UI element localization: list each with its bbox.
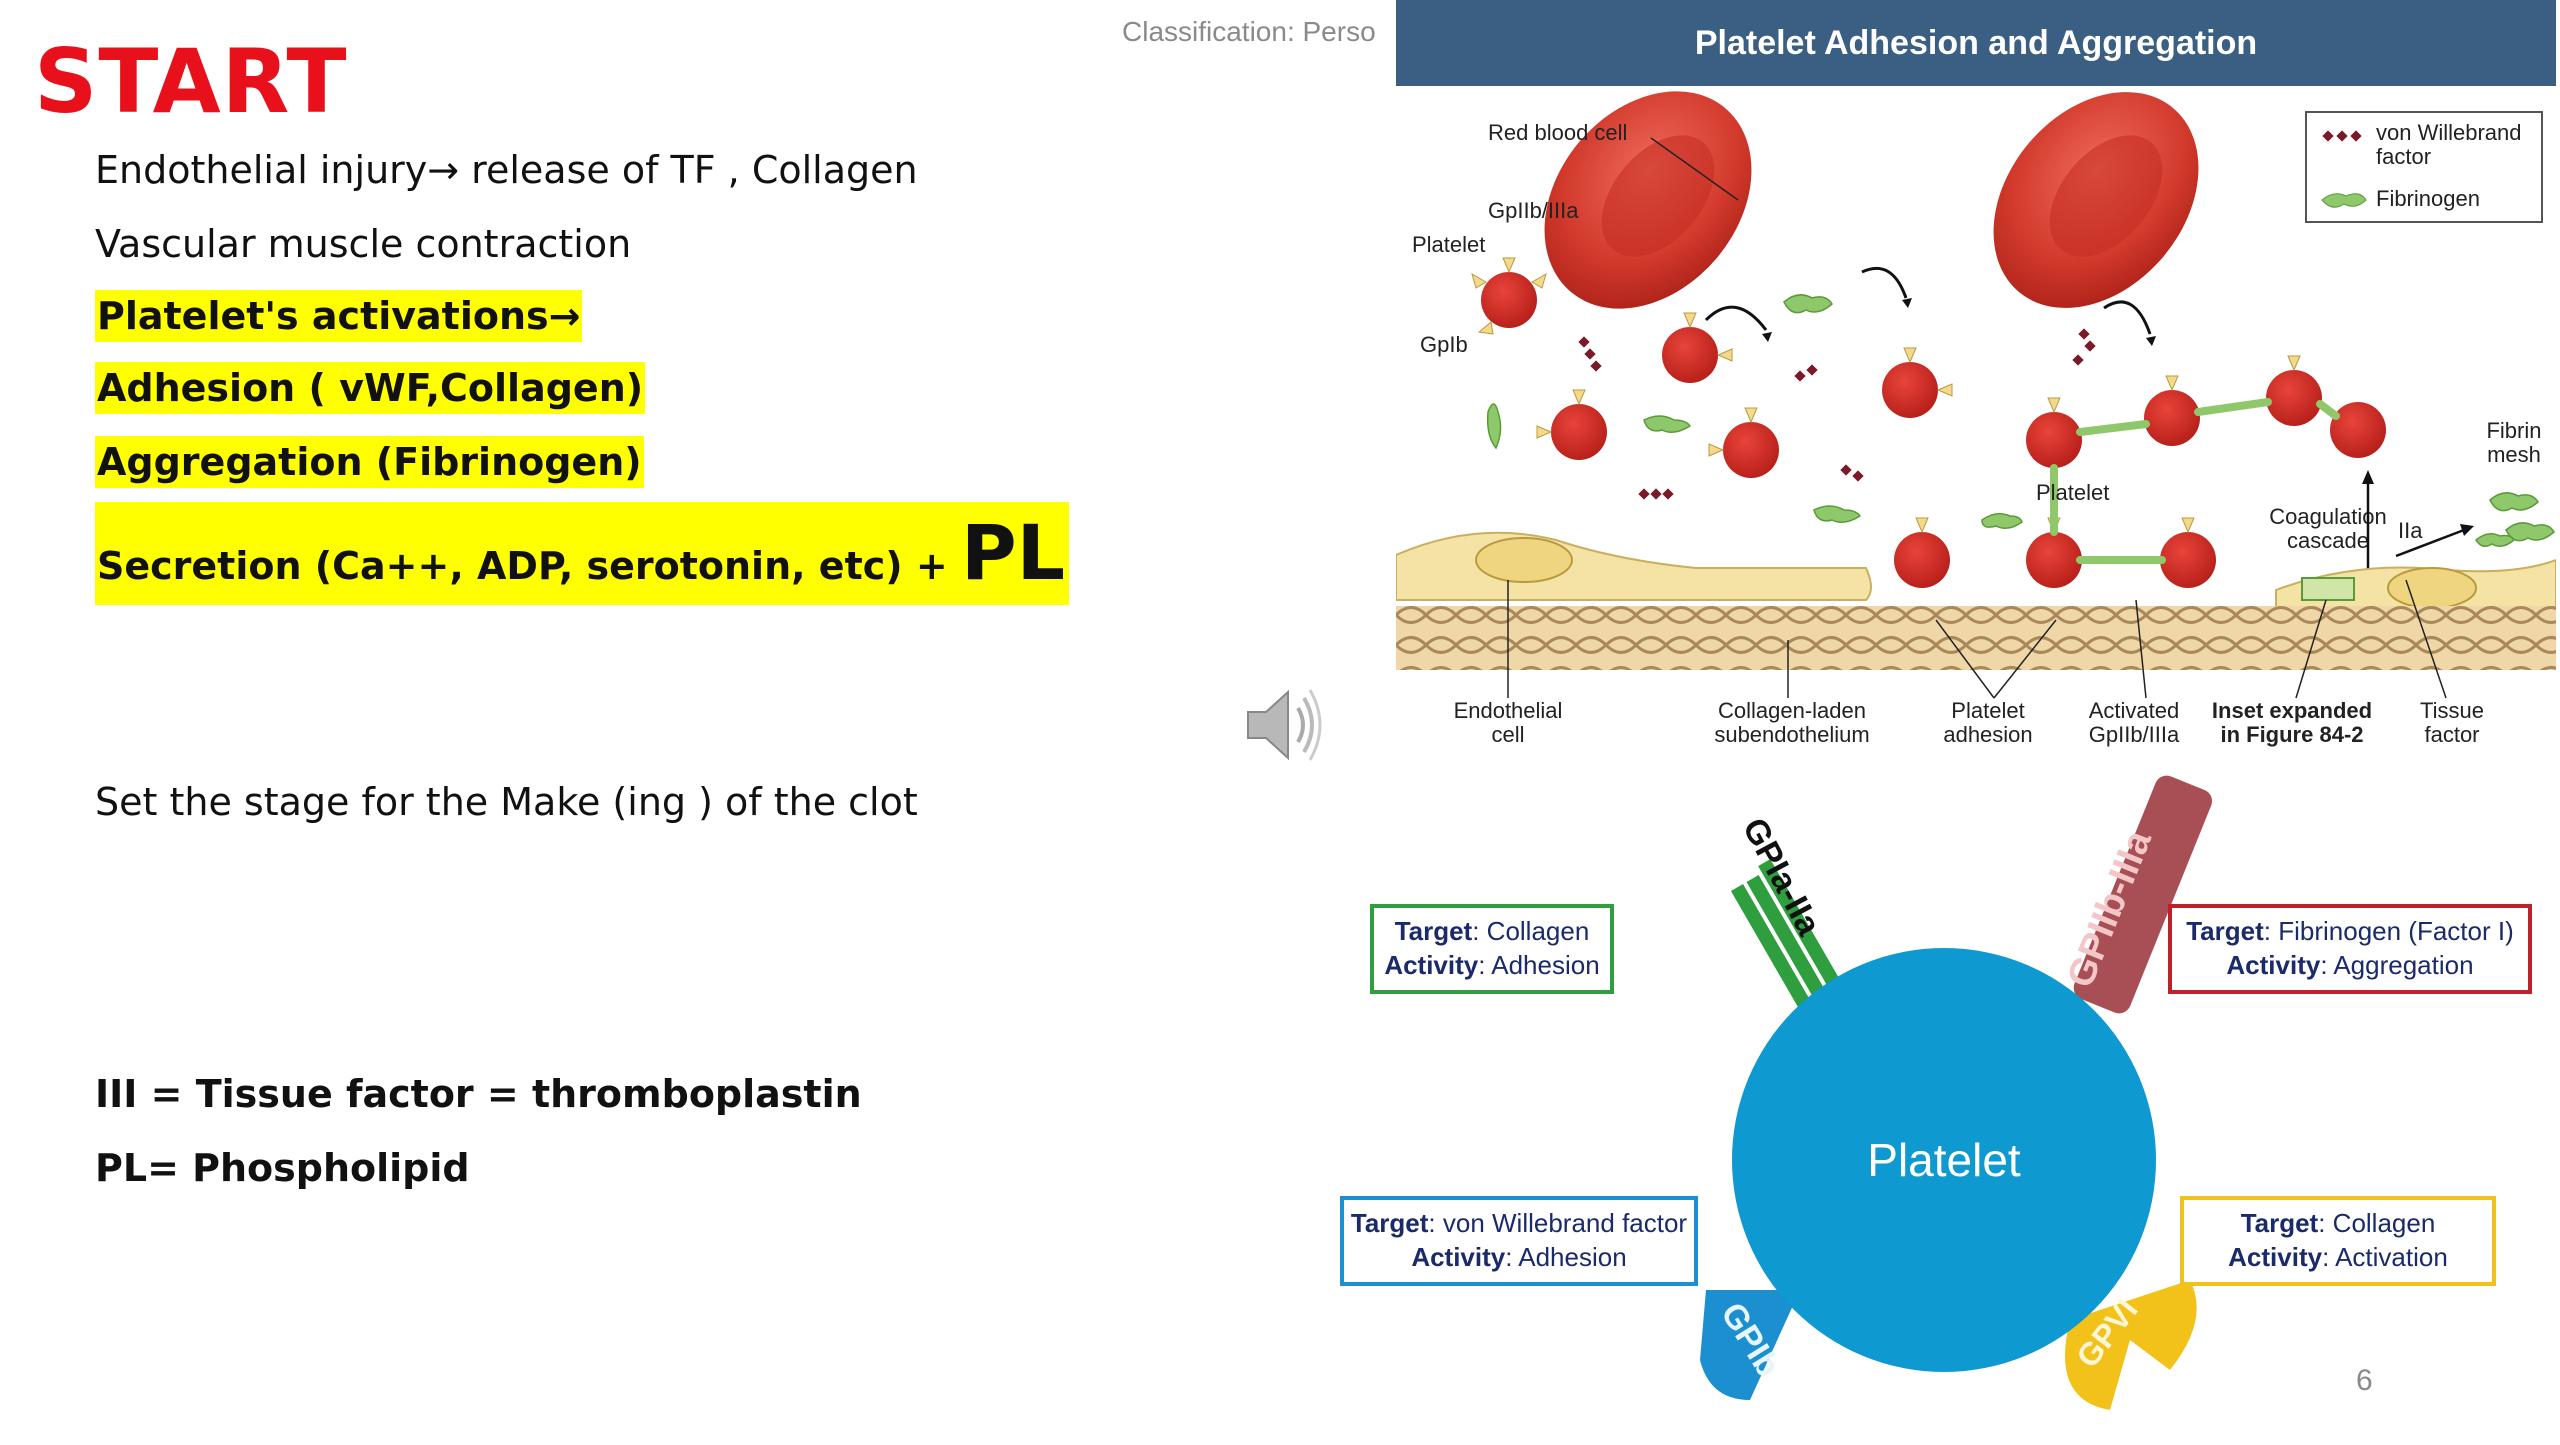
slide-title: START <box>34 30 348 133</box>
text-line-4: Adhesion ( vWF,Collagen) <box>95 362 646 414</box>
svg-text:Activity: Aggregation: Activity: Aggregation <box>2226 950 2473 980</box>
info-box-gp2b: Target: Fibrinogen (Factor I) Activity: … <box>2168 904 2532 994</box>
page-number: 6 <box>2356 1364 2373 1397</box>
label-gp2b3a: GpIIb/IIIa <box>1488 198 1579 223</box>
red-blood-cell-right <box>1993 92 2199 308</box>
legend-fibrinogen: Fibrinogen <box>2376 186 2480 211</box>
highlight-activations: Platelet's activations→ <box>95 290 583 342</box>
figure-title: Platelet Adhesion and Aggregation <box>1695 24 2257 62</box>
label-inset-2: in Figure 84-2 <box>2220 722 2363 747</box>
svg-text:Activity: Activation: Activity: Activation <box>2228 1242 2448 1272</box>
highlight-adhesion: Adhesion ( vWF,Collagen) <box>95 362 646 414</box>
svg-text:Activity: Adhesion: Activity: Adhesion <box>1411 1242 1626 1272</box>
svg-text:Target: Fibrinogen (Factor I): Target: Fibrinogen (Factor I) <box>2186 916 2514 946</box>
platelet-receptor-diagram: GPIa-IIa GPIIb-IIIa GPIb GPVI Platelet T… <box>1330 760 2560 1445</box>
label-tissue-1: Tissue <box>2420 698 2484 723</box>
label-collagen-1: Collagen-laden <box>1718 698 1866 723</box>
speaker-icon[interactable] <box>1240 680 1330 775</box>
text-line-9: PL= Phospholipid <box>95 1146 470 1190</box>
svg-text:Target: von Willebrand factor: Target: von Willebrand factor <box>1351 1208 1688 1238</box>
classification-label: Classification: Perso <box>1122 16 1376 47</box>
svg-text:Target: Collagen: Target: Collagen <box>1395 916 1590 946</box>
text-line-2: Vascular muscle contraction <box>95 222 632 266</box>
label-endo-2: cell <box>1491 722 1524 747</box>
info-box-gp1a: Target: Collagen Activity: Adhesion <box>1370 904 1614 994</box>
platelets <box>1481 272 2386 588</box>
gp1a-receptor <box>1730 859 1850 1021</box>
label-iia: IIa <box>2398 518 2423 543</box>
label-activated-1: Activated <box>2089 698 2180 723</box>
info-box-gpib: Target: von Willebrand factor Activity: … <box>1340 1196 1698 1286</box>
label-tissue-2: factor <box>2424 722 2479 747</box>
label-platelet-mid: Platelet <box>2036 480 2109 505</box>
label-collagen-2: subendothelium <box>1714 722 1869 747</box>
label-fibrin-1: Fibrin <box>2486 418 2541 443</box>
label-endo-1: Endothelial <box>1454 698 1563 723</box>
text-line-6: Secretion (Ca++, ADP, serotonin, etc) + … <box>95 502 1070 605</box>
text-line-8: III = Tissue factor = thromboplastin <box>95 1072 862 1116</box>
label-fibrin-2: mesh <box>2487 442 2541 467</box>
text-line-3: Platelet's activations→ <box>95 290 583 342</box>
text-line-7: Set the stage for the Make (ing ) of the… <box>95 780 918 824</box>
svg-text:Activity: Adhesion: Activity: Adhesion <box>1384 950 1599 980</box>
platelet-adhesion-figure: Platelet Adhesion and Aggregation von Wi… <box>1395 0 2557 765</box>
pl-big-text: PL <box>960 508 1066 597</box>
highlight-secretion: Secretion (Ca++, ADP, serotonin, etc) + … <box>95 502 1070 605</box>
label-gpib: GpIb <box>1420 332 1468 357</box>
legend-vwf-line2: factor <box>2376 144 2431 169</box>
label-activated-2: GpIIb/IIIa <box>2089 722 2180 747</box>
label-platelet: Platelet <box>1867 1134 2021 1186</box>
secretion-text: Secretion (Ca++, ADP, serotonin, etc) + <box>97 544 961 588</box>
label-rbc: Red blood cell <box>1488 120 1627 145</box>
platelet-body <box>1732 948 2156 1372</box>
label-inset-1: Inset expanded <box>2212 698 2372 723</box>
text-line-5: Aggregation (Fibrinogen) <box>95 436 644 488</box>
label-coag-2: cascade <box>2287 528 2369 553</box>
label-adhesion-2: adhesion <box>1943 722 2032 747</box>
svg-text:Target: Collagen: Target: Collagen <box>2241 1208 2436 1238</box>
info-box-gpvi: Target: Collagen Activity: Activation <box>2180 1196 2496 1286</box>
text-line-1: Endothelial injury→ release of TF , Coll… <box>95 148 918 192</box>
red-blood-cell-left <box>1544 91 1752 309</box>
gp2b-receptor <box>2073 775 2213 1014</box>
highlight-aggregation: Aggregation (Fibrinogen) <box>95 436 644 488</box>
legend-vwf-line1: von Willebrand <box>2376 120 2522 145</box>
label-platelet-left: Platelet <box>1412 232 1485 257</box>
label-adhesion-1: Platelet <box>1951 698 2024 723</box>
